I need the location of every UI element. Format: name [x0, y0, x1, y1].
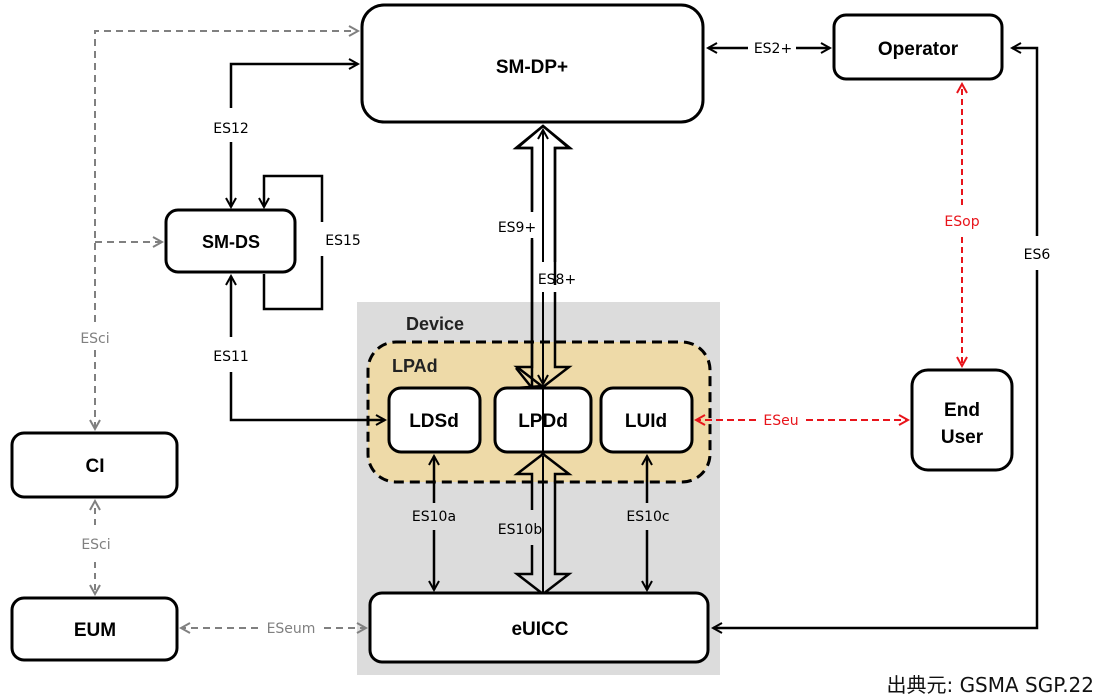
edge-es12 — [231, 64, 358, 207]
node-ldsd[interactable]: LDSd — [387, 386, 482, 454]
node-smds-label: SM-DS — [202, 232, 260, 252]
edge-label-es10c: ES10c — [626, 509, 669, 525]
edge-label-es2plus: ES2+ — [754, 41, 792, 57]
node-enduser[interactable]: End User — [910, 368, 1014, 472]
lpad-group-label: LPAd — [392, 356, 438, 376]
edge-label-esci-bottom: ESci — [81, 537, 110, 553]
node-smdp[interactable]: SM-DP+ — [360, 3, 705, 124]
edge-label-esop: ESop — [944, 214, 979, 230]
edge-label-eseum: ESeum — [267, 621, 316, 637]
edge-label-es11: ES11 — [213, 349, 249, 365]
node-euicc-label: eUICC — [511, 619, 568, 640]
edge-es10b — [513, 452, 573, 596]
node-ldsd-label: LDSd — [409, 411, 459, 432]
edge-es6 — [713, 48, 1039, 628]
node-enduser-label-line1: End — [944, 400, 980, 421]
edge-label-es15: ES15 — [325, 233, 361, 249]
edge-label-eseu: ESeu — [763, 413, 798, 429]
node-eum-label: EUM — [74, 620, 116, 641]
node-smdp-label: SM-DP+ — [496, 57, 568, 78]
node-luid[interactable]: LUId — [599, 386, 694, 454]
edge-label-es12: ES12 — [213, 121, 249, 137]
device-group-label: Device — [406, 314, 464, 334]
edge-label-es8plus: ES8+ — [538, 272, 576, 288]
node-operator-label: Operator — [878, 39, 959, 60]
node-lpdd[interactable]: LPDd — [493, 386, 593, 454]
edge-es15 — [264, 174, 324, 311]
edge-label-es10a: ES10a — [412, 509, 456, 525]
edge-label-esci-top: ESci — [80, 331, 109, 347]
edge-esci-top — [95, 31, 358, 429]
node-luid-label: LUId — [625, 411, 667, 432]
node-ci[interactable]: CI — [10, 431, 179, 499]
edge-label-es9plus: ES9+ — [498, 220, 536, 236]
node-operator[interactable]: Operator — [832, 13, 1004, 81]
node-eum[interactable]: EUM — [10, 596, 179, 662]
source-note: 出典元: GSMA SGP.22 — [886, 673, 1094, 697]
node-euicc[interactable]: eUICC — [368, 591, 710, 664]
edge-label-es6: ES6 — [1024, 247, 1051, 263]
edge-label-es10b: ES10b — [498, 522, 543, 538]
edge-es11 — [231, 276, 385, 420]
node-enduser-label-line2: User — [941, 427, 984, 448]
node-smds[interactable]: SM-DS — [164, 208, 297, 274]
node-ci-label: CI — [86, 456, 105, 477]
